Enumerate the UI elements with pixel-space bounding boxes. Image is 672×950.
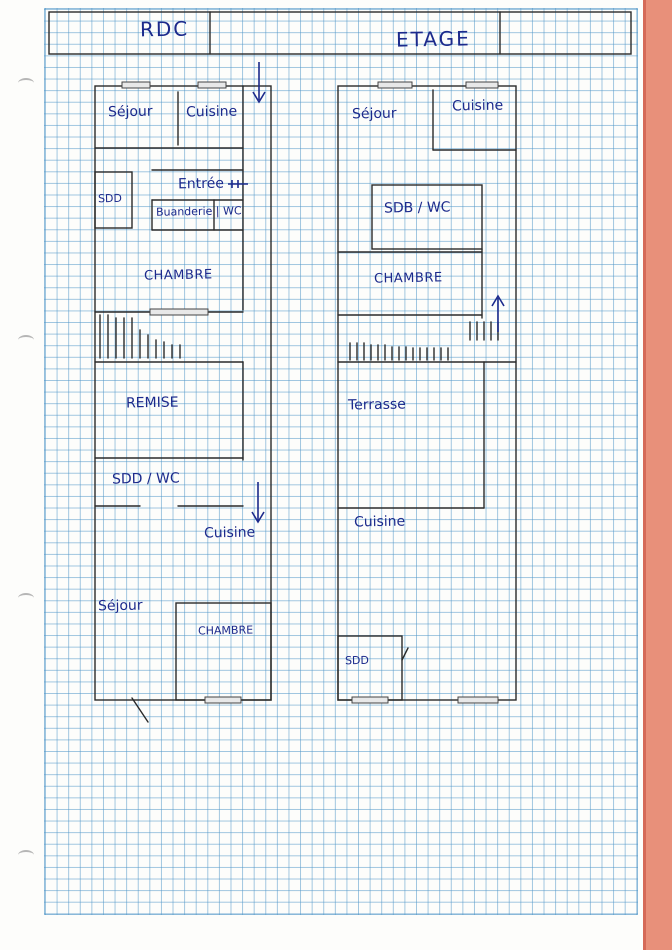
windows	[121, 81, 499, 704]
rdc-chambre-bottom-room	[175, 602, 272, 701]
window	[457, 696, 499, 704]
rdc-entree-label: Entrée	[177, 175, 225, 193]
red-margin-strip	[646, 0, 672, 950]
door-swing	[131, 697, 149, 723]
window	[149, 308, 209, 316]
binder-hole	[18, 78, 34, 88]
window	[351, 696, 389, 704]
rdc-sdd-wc-label: SDD / WC	[111, 470, 180, 488]
binder-hole	[18, 335, 34, 345]
etage-sdb-wc-label: SDB / WC	[383, 199, 451, 217]
window	[465, 81, 499, 89]
ground-floor-plan	[94, 85, 272, 723]
etage-sejour-label: Séjour	[351, 105, 397, 123]
etage-outline	[337, 85, 517, 701]
rdc-sdd-room	[94, 171, 133, 229]
rdc-sdd-label: SDD	[97, 191, 123, 206]
rdc-cuisine-bottom-label: Cuisine	[203, 524, 256, 542]
rdc-sejour-top-label: Séjour	[107, 103, 153, 121]
etage-sdb-room	[371, 184, 483, 250]
window	[121, 81, 151, 89]
etage-sdd-room	[337, 635, 403, 701]
rdc-stairs	[99, 314, 181, 359]
graph-grid	[44, 8, 638, 915]
binder-hole	[18, 850, 34, 860]
ink-arrows	[228, 62, 505, 524]
etage-cuisine-bottom-label: Cuisine	[353, 513, 406, 531]
window	[204, 696, 242, 704]
binder-hole	[18, 593, 34, 603]
etage-stairs	[349, 321, 499, 361]
upper-floor-plan	[337, 85, 517, 701]
rdc-title: RDC	[139, 16, 190, 42]
rdc-cuisine-top-label: Cuisine	[185, 103, 238, 121]
window	[377, 81, 413, 89]
etage-chambre-label: CHAMBRE	[373, 270, 443, 287]
header-box	[48, 11, 632, 55]
rdc-buanderie-wc-label: Buanderie | WC	[155, 204, 242, 219]
rdc-chambre-label: CHAMBRE	[143, 267, 213, 284]
etage-cuisine-top-label: Cuisine	[451, 97, 504, 115]
rdc-chambre-bottom-label: CHAMBRE	[197, 623, 254, 638]
rdc-sejour-bottom-label: Séjour	[97, 597, 143, 615]
etage-sdd-label: SDD	[344, 653, 370, 668]
margin-line	[643, 0, 646, 950]
etage-title: ETAGE	[395, 26, 471, 52]
window	[197, 81, 227, 89]
door-swing	[401, 647, 409, 661]
rdc-remise-label: REMISE	[125, 394, 179, 412]
etage-terrasse-label: Terrasse	[347, 396, 406, 414]
